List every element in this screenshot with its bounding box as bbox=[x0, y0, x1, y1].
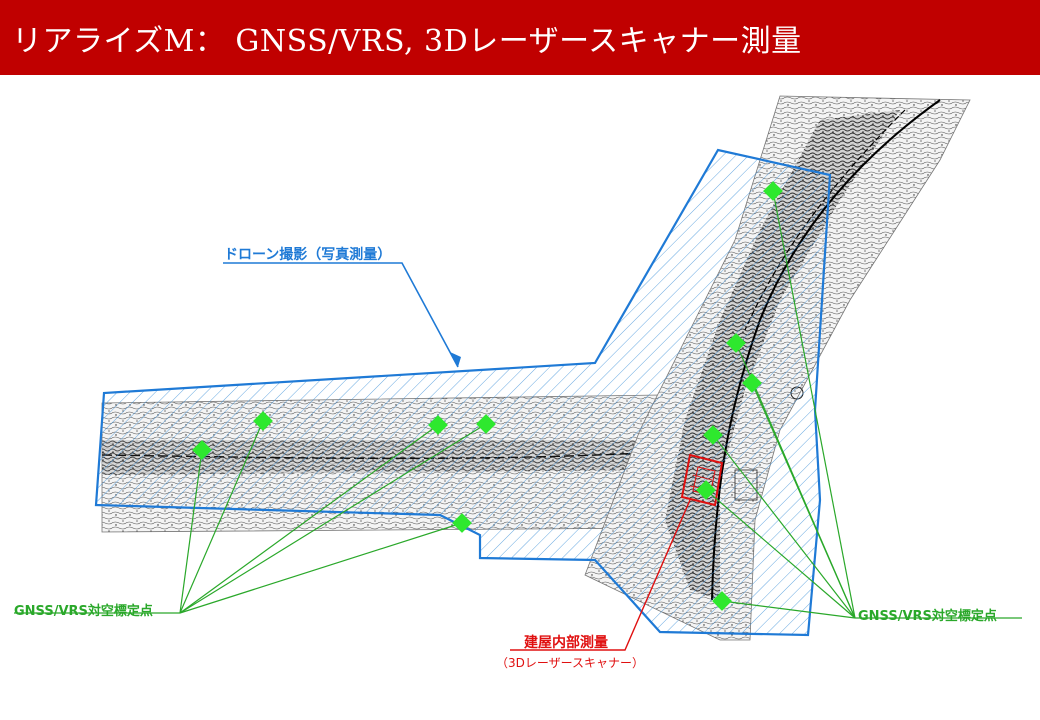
gnss-marker bbox=[712, 591, 732, 611]
gnss-marker bbox=[452, 513, 472, 533]
gnss-marker bbox=[703, 425, 723, 445]
survey-diagram bbox=[14, 95, 1022, 651]
gnss-right-label: GNSS/VRS対空標定点 bbox=[858, 609, 997, 624]
title-bar: リアライズM： GNSS/VRS, 3Dレーザースキャナー測量 bbox=[0, 0, 1040, 75]
gnss-marker bbox=[726, 333, 746, 353]
gnss-marker bbox=[742, 373, 762, 393]
building-interior-sublabel: （3Dレーザースキャナー） bbox=[496, 656, 645, 670]
building-label-leader bbox=[510, 499, 691, 651]
building-interior-label: 建屋内部測量 bbox=[524, 635, 608, 651]
page-title: リアライズM： GNSS/VRS, 3Dレーザースキャナー測量 bbox=[12, 23, 802, 59]
gnss-left-label: GNSS/VRS対空標定点 bbox=[14, 604, 153, 619]
gnss-marker bbox=[253, 411, 273, 431]
drone-label-leader bbox=[223, 262, 459, 368]
drone-survey-area bbox=[94, 148, 832, 637]
gnss-marker bbox=[192, 440, 212, 460]
drone-photogrammetry-label: ドローン撮影（写真測量） bbox=[224, 247, 392, 263]
gnss-marker bbox=[428, 415, 448, 435]
gnss-marker bbox=[696, 480, 716, 500]
gnss-control-points bbox=[192, 181, 783, 611]
gnss-right-leaders bbox=[705, 190, 1022, 619]
gnss-marker bbox=[476, 414, 496, 434]
gnss-left-leaders bbox=[14, 420, 487, 614]
